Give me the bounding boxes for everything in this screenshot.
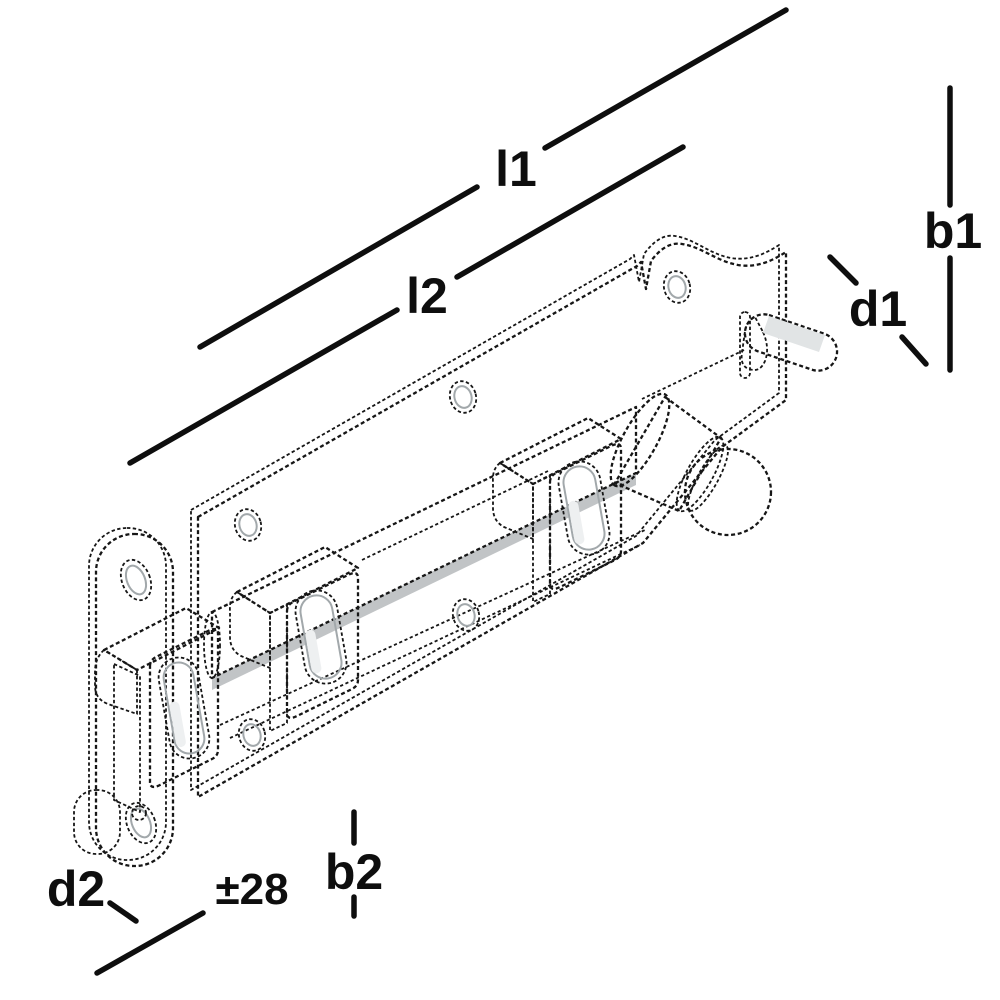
- dim-line-d1-lower: [899, 334, 929, 367]
- bolt-cylinder: [210, 405, 638, 680]
- screw-hole-bottom-left: [237, 718, 267, 752]
- keeper-channel-bar: [113, 663, 141, 813]
- staple-slot-highlight: [305, 629, 322, 674]
- staple-bridge-top: [235, 545, 360, 615]
- screw-hole-top-right: [662, 270, 692, 304]
- keeper-staple-front-face: [148, 627, 220, 789]
- keeper-staple-bridge-top: [102, 606, 221, 672]
- staple-bridge-leg: [491, 462, 534, 540]
- dim-line-l2-left: [127, 307, 400, 466]
- staple-slot: [294, 589, 348, 685]
- dim-label-b2: b2: [325, 844, 383, 900]
- dim-label-l2: l2: [406, 268, 448, 324]
- bolt-guide-staple-1: [228, 545, 360, 732]
- catch-hook: [740, 316, 768, 371]
- catch-slot: [739, 311, 751, 379]
- catch-tab-body: [743, 313, 839, 372]
- staple-bridge-leg: [228, 591, 271, 669]
- plate-channel-crease-upper: [361, 470, 549, 561]
- dim-line-l1-left: [197, 184, 480, 350]
- keeper-hole-top: [119, 558, 153, 602]
- dim-label-d1: d1: [849, 281, 907, 337]
- keeper-bottom-flange: [73, 789, 121, 855]
- main-plate-face: [196, 242, 788, 799]
- staple-slot-highlight: [568, 500, 585, 545]
- dim-label-d2: d2: [47, 861, 105, 917]
- dim-label-tolerance: ±28: [215, 865, 288, 914]
- dim-label-l1: l1: [495, 141, 537, 197]
- dim-line-l1-right: [542, 7, 789, 151]
- dim-line-tolerance: [94, 910, 206, 976]
- dimension-annotations: l1 l2 b1 d1 d2 ±28 b2: [47, 7, 982, 976]
- knob-collar: [675, 435, 725, 513]
- keeper-hole-bottom: [124, 801, 158, 845]
- keeper-slot-highlight: [169, 701, 186, 748]
- staple-side-wall: [532, 475, 551, 603]
- keeper-staple-leg: [94, 649, 138, 715]
- dim-line-l2-right: [454, 144, 686, 280]
- catch-tab-assembly: [739, 311, 839, 379]
- bolt-body: [203, 405, 638, 690]
- staple-slot: [557, 460, 611, 556]
- bolt-knob-assembly: [609, 392, 773, 537]
- keeper-staple-slot: [157, 656, 211, 760]
- barrel-rear-cap: [609, 392, 671, 488]
- dim-label-b1: b1: [924, 203, 982, 259]
- staple-front-face: [285, 571, 360, 720]
- keeper-assembly: [73, 527, 221, 868]
- keeper-pin-tip: [131, 805, 147, 821]
- bolt-shadow: [212, 473, 636, 690]
- staple-front-face: [548, 442, 623, 591]
- screw-hole-top-middle: [448, 380, 478, 414]
- staple-side-wall: [269, 604, 288, 732]
- keeper-plate-face: [94, 532, 175, 868]
- knob-ball: [683, 447, 773, 537]
- dim-line-d1-upper: [827, 254, 859, 286]
- plate-channel-crease-right: [641, 349, 745, 400]
- screw-hole-bottom-right: [451, 598, 481, 632]
- knob-barrel: [613, 395, 723, 513]
- main-plate: [190, 234, 788, 799]
- dim-line-d2: [107, 900, 139, 924]
- plate-channel-crease-lower-1: [219, 529, 646, 726]
- catch-tab-top-face: [763, 316, 825, 352]
- main-plate-rear-edge: [190, 234, 780, 791]
- knob-collar-ring: [687, 444, 729, 512]
- plate-channel-crease-lower-2: [229, 544, 641, 739]
- screw-hole-top-left: [233, 508, 263, 542]
- keeper-plate-rear-edge: [88, 527, 167, 861]
